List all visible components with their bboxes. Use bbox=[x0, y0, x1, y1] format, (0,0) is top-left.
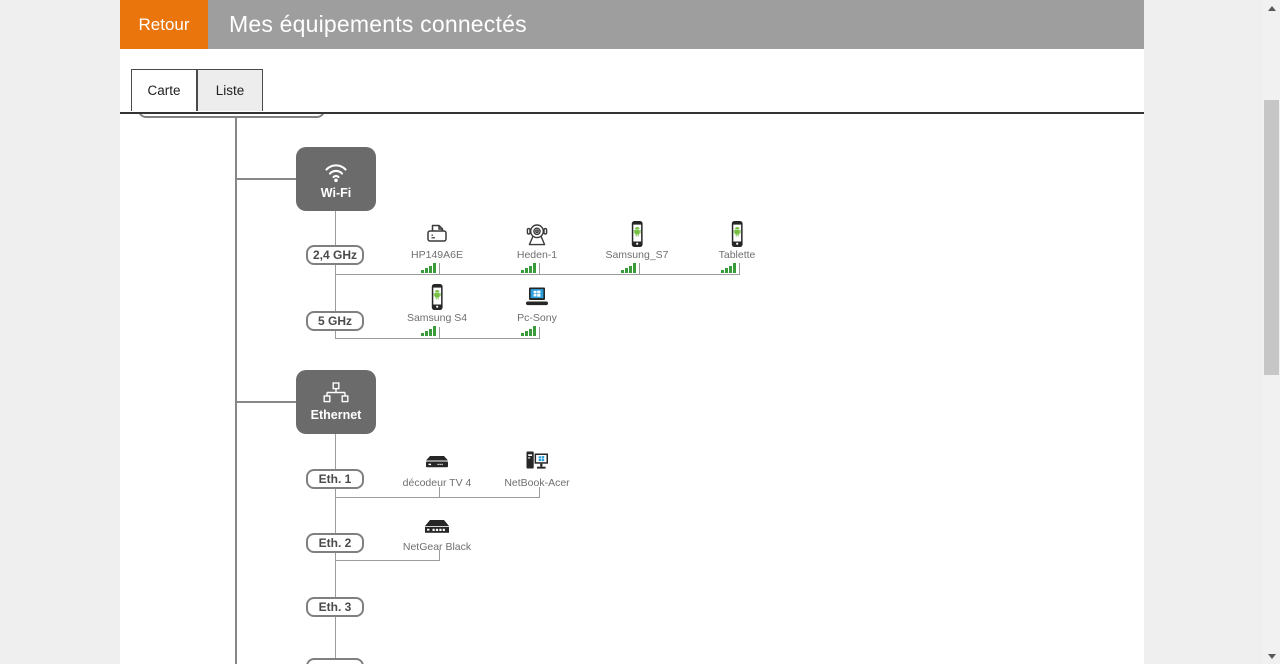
tab-liste[interactable]: Liste bbox=[197, 69, 263, 111]
device-name: NetBook-Acer bbox=[504, 477, 570, 489]
device-name: Tablette bbox=[718, 249, 756, 261]
device-node[interactable]: Pc-Sony bbox=[487, 283, 587, 336]
set-top-box-icon bbox=[387, 448, 487, 476]
scroll-down-icon bbox=[1267, 653, 1276, 659]
device-tick bbox=[739, 263, 740, 274]
ip-camera-icon bbox=[487, 220, 587, 248]
device-node[interactable]: Samsung_S7 bbox=[587, 220, 687, 273]
smartphone-icon bbox=[587, 220, 687, 248]
tab-carte[interactable]: Carte bbox=[131, 69, 197, 111]
bus-line-24ghz bbox=[335, 274, 740, 275]
device-node[interactable]: décodeur TV 4 bbox=[387, 448, 487, 489]
desktop-pc-icon bbox=[487, 448, 587, 476]
device-name: Samsung_S7 bbox=[605, 249, 669, 261]
signal-strength-icon bbox=[578, 263, 678, 273]
ethernet-node[interactable]: Ethernet bbox=[296, 370, 376, 434]
wifi-node[interactable]: Wi-Fi bbox=[296, 147, 376, 211]
smartphone-icon bbox=[387, 283, 487, 311]
device-node[interactable]: NetBook-Acer bbox=[487, 448, 587, 489]
signal-strength-icon bbox=[478, 263, 578, 273]
device-node[interactable]: Heden-1 bbox=[487, 220, 587, 273]
vertical-scrollbar[interactable] bbox=[1263, 0, 1280, 664]
device-tick bbox=[539, 327, 540, 338]
connected-devices-panel: Retour Mes équipements connectés Carte L… bbox=[120, 0, 1144, 664]
tab-bar: Carte Liste bbox=[120, 49, 1144, 114]
device-name: Heden-1 bbox=[516, 249, 558, 261]
smartphone-icon bbox=[687, 220, 787, 248]
bus-line-5ghz bbox=[335, 338, 540, 339]
port-chip-eth2: Eth. 2 bbox=[306, 533, 364, 553]
ethernet-branch-line bbox=[236, 401, 296, 403]
device-tick bbox=[439, 487, 440, 497]
device-tick bbox=[439, 263, 440, 274]
page-title: Mes équipements connectés bbox=[208, 0, 1144, 49]
printer-icon bbox=[387, 220, 487, 248]
band-chip-24ghz: 2,4 GHz bbox=[306, 245, 364, 265]
signal-strength-icon bbox=[378, 263, 478, 273]
ethernet-icon bbox=[321, 382, 351, 405]
scroll-up-button[interactable] bbox=[1263, 0, 1280, 16]
network-switch-icon bbox=[387, 512, 487, 540]
back-button[interactable]: Retour bbox=[120, 0, 208, 49]
device-node[interactable]: Tablette bbox=[687, 220, 787, 273]
wifi-node-label: Wi-Fi bbox=[320, 185, 352, 200]
bus-line-eth1 bbox=[335, 497, 540, 498]
device-name: décodeur TV 4 bbox=[402, 477, 472, 489]
livebox-node-fragment[interactable] bbox=[138, 114, 325, 118]
signal-strength-icon bbox=[678, 263, 778, 273]
device-tick bbox=[539, 487, 540, 497]
port-chip-eth3: Eth. 3 bbox=[306, 597, 364, 617]
scroll-up-icon bbox=[1267, 5, 1276, 11]
laptop-icon bbox=[487, 283, 587, 311]
device-name: NetGear Black bbox=[402, 541, 472, 553]
device-node[interactable]: NetGear Black bbox=[387, 512, 487, 553]
trunk-line bbox=[235, 114, 237, 664]
device-tick bbox=[439, 327, 440, 338]
header: Retour Mes équipements connectés bbox=[120, 0, 1144, 49]
device-tick bbox=[539, 263, 540, 274]
device-tick bbox=[439, 550, 440, 560]
signal-strength-icon bbox=[478, 326, 578, 336]
port-chip-eth1: Eth. 1 bbox=[306, 469, 364, 489]
device-tick bbox=[639, 263, 640, 274]
port-chip-eth4-fragment bbox=[306, 658, 364, 664]
device-node[interactable]: Samsung S4 bbox=[387, 283, 487, 336]
signal-strength-icon bbox=[378, 326, 478, 336]
scroll-down-button[interactable] bbox=[1263, 648, 1280, 664]
device-name: HP149A6E bbox=[411, 249, 463, 261]
band-chip-5ghz: 5 GHz bbox=[306, 311, 364, 331]
network-map: Wi-Fi Ethernet 2,4 GHz 5 GHz Eth. 1 Eth.… bbox=[120, 114, 1144, 664]
device-name: Pc-Sony bbox=[517, 312, 557, 324]
ethernet-node-label: Ethernet bbox=[310, 408, 362, 422]
device-node[interactable]: HP149A6E bbox=[387, 220, 487, 273]
wifi-icon bbox=[321, 159, 351, 183]
scrollbar-thumb[interactable] bbox=[1264, 100, 1279, 375]
wifi-branch-line bbox=[236, 178, 296, 180]
bus-line-eth2 bbox=[335, 560, 440, 561]
device-name: Samsung S4 bbox=[406, 312, 468, 324]
